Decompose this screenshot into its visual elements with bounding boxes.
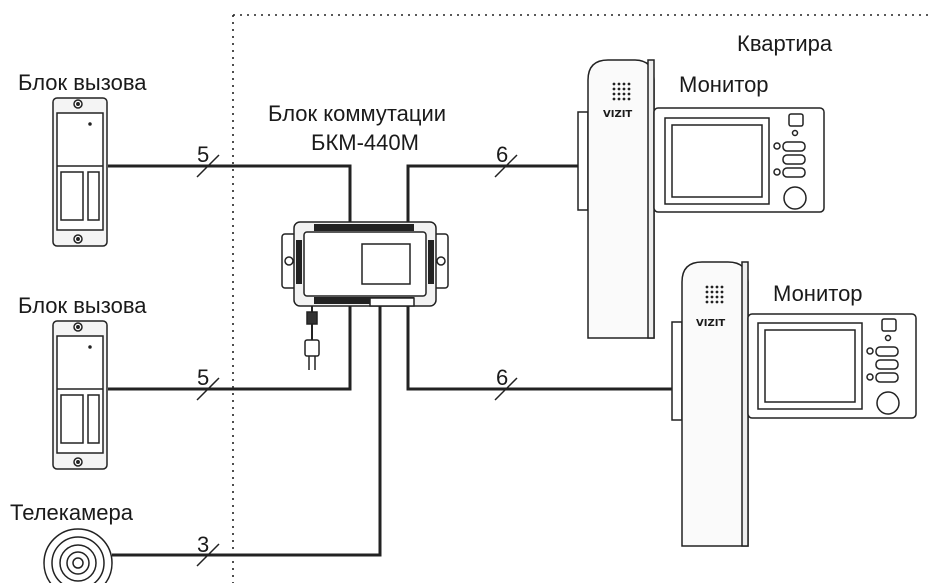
wire-ticks [196,154,518,567]
monitor-2-controls [866,318,900,415]
call-block-2-label: Блок вызова [18,293,147,318]
wire-call-block-2 [108,300,352,391]
switch-block-label-line2: БКМ-440М [311,130,419,155]
wire-count-call-block-1: 5 [197,142,209,167]
monitor-2-speaker-icon [705,285,724,304]
wire-count-monitor-2: 6 [496,365,508,390]
wire-monitor-1 [406,164,578,222]
call-block-1-label: Блок вызова [18,70,147,95]
camera-label: Телекамера [10,500,134,525]
monitor-1-brand: VIZIT [603,109,632,120]
monitor-2-brand: VIZIT [696,318,725,329]
switch-block-label-line1: Блок коммутации [268,101,446,126]
tick-monitor-2 [494,377,518,401]
tick-monitor-1 [494,154,518,178]
call-block-2-unit [52,320,108,470]
monitor-1-label: Монитор [679,72,769,97]
apartment-boundary [232,14,932,583]
tick-call-block-1 [196,154,220,178]
wire-camera [112,306,382,557]
wire-monitor-2 [406,306,672,391]
tick-camera [196,543,220,567]
wire-count-call-block-2: 5 [197,365,209,390]
wire-count-camera: 3 [197,532,209,557]
wire-call-block-1 [108,164,352,222]
power-plug [304,306,320,370]
wire-count-monitor-1: 6 [496,142,508,167]
call-block-1-unit [52,97,108,247]
monitor-1-unit [577,59,825,339]
apartment-label: Квартира [737,31,833,56]
camera-unit [43,528,113,583]
tick-call-block-2 [196,377,220,401]
monitor-2-label: Монитор [773,281,863,306]
switch-block-unit [281,221,449,307]
wires [108,164,672,557]
monitor-1-controls [773,113,807,210]
monitor-1-speaker-icon [612,82,631,101]
monitor-2-unit [671,261,917,547]
